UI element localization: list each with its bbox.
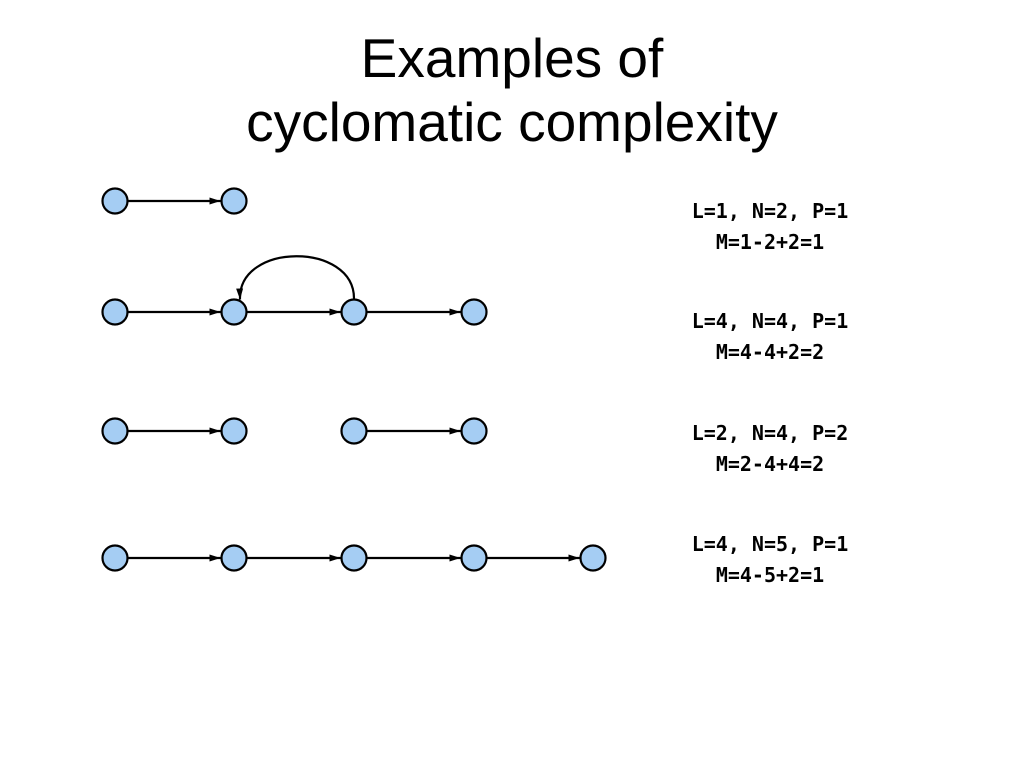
graph-node	[101, 417, 129, 445]
formula-example-1: L=1, N=2, P=1 M=1-2+2=1	[660, 196, 880, 258]
edges-layer	[127, 197, 580, 562]
title-line-1: Examples of	[360, 27, 664, 89]
nodes-layer	[101, 187, 607, 572]
graph-node	[101, 544, 129, 572]
formula-result: M=4-5+2=1	[715, 563, 825, 587]
graph-node	[340, 298, 368, 326]
back-edge-arrow	[236, 255, 356, 300]
graph-node	[340, 417, 368, 445]
slide-title: Examples of cyclomatic complexity	[0, 26, 1024, 154]
graph-node	[460, 544, 488, 572]
formula-counts: L=1, N=2, P=1	[691, 199, 849, 223]
formula-example-3: L=2, N=4, P=2 M=2-4+4=2	[660, 418, 880, 480]
graph-node	[220, 187, 248, 215]
formula-result: M=1-2+2=1	[715, 230, 825, 254]
formula-counts: L=4, N=5, P=1	[691, 532, 849, 556]
formula-example-2: L=4, N=4, P=1 M=4-4+2=2	[660, 306, 880, 368]
graph-node	[460, 417, 488, 445]
graph-node	[579, 544, 607, 572]
formula-example-4: L=4, N=5, P=1 M=4-5+2=1	[660, 529, 880, 591]
graph-node	[220, 417, 248, 445]
graph-node	[460, 298, 488, 326]
formula-result: M=2-4+4=2	[715, 452, 825, 476]
formula-result: M=4-4+2=2	[715, 340, 825, 364]
graph-node	[101, 298, 129, 326]
title-line-2: cyclomatic complexity	[246, 91, 778, 153]
formula-counts: L=2, N=4, P=2	[691, 421, 849, 445]
graph-node	[220, 298, 248, 326]
graph-node	[340, 544, 368, 572]
formula-counts: L=4, N=4, P=1	[691, 309, 849, 333]
graph-node	[220, 544, 248, 572]
graph-node	[101, 187, 129, 215]
